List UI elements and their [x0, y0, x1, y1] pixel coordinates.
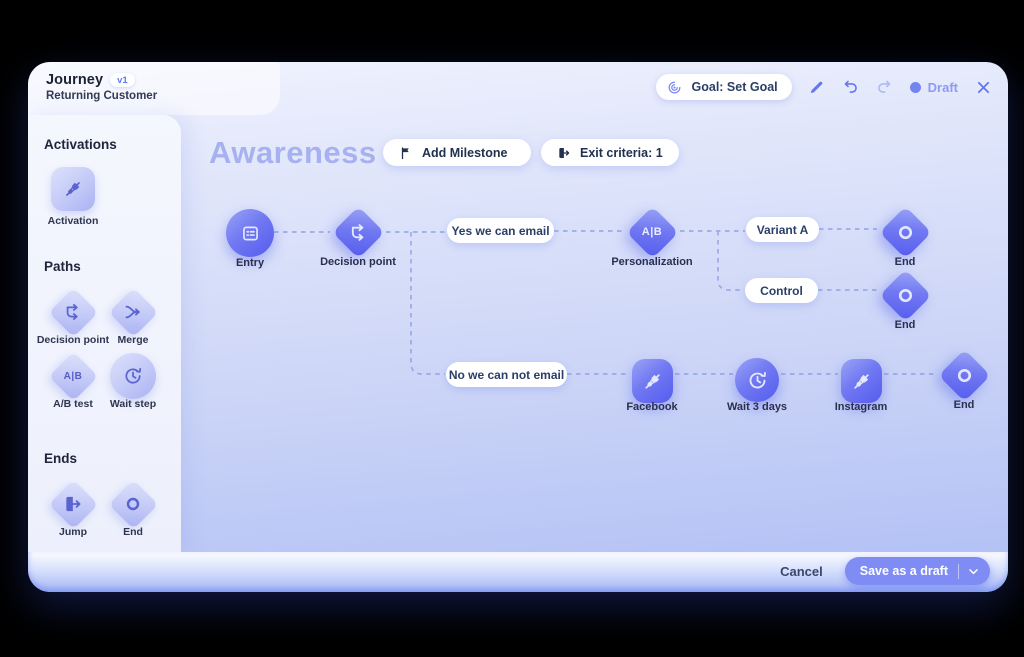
- flow-node-wait[interactable]: Wait 3 days: [712, 358, 802, 413]
- flag-icon: [399, 146, 413, 160]
- exit-criteria-button[interactable]: Exit criteria: 1: [541, 139, 679, 166]
- branch-label-no[interactable]: No we can not email: [446, 362, 567, 387]
- version-badge: v1: [110, 73, 135, 87]
- journey-builder-window: Journey v1 Returning Customer Goal: Set …: [28, 62, 1008, 592]
- flow-node-end-control[interactable]: End: [860, 267, 950, 331]
- form-icon: [226, 209, 274, 257]
- palette-item-jump[interactable]: Jump: [36, 478, 110, 538]
- door-arrow-icon: [557, 146, 571, 160]
- clock-icon: [735, 358, 779, 402]
- cancel-button[interactable]: Cancel: [780, 563, 823, 579]
- palette-item-decision-point[interactable]: Decision point: [36, 286, 110, 346]
- flow-node-personalization[interactable]: A|B Personalization: [607, 204, 697, 268]
- branch-label-control[interactable]: Control: [745, 278, 818, 303]
- flow-node-entry[interactable]: Entry: [205, 209, 295, 269]
- palette-item-ab-test[interactable]: A|B A/B test: [36, 350, 110, 410]
- button-divider: [958, 563, 959, 579]
- chevron-down-icon[interactable]: [967, 565, 980, 578]
- footer-bar: Cancel Save as a draft: [28, 552, 1008, 592]
- section-activations: Activations: [44, 137, 117, 152]
- status-label: Draft: [927, 79, 958, 95]
- section-ends: Ends: [44, 451, 78, 466]
- flow-node-facebook[interactable]: Facebook: [607, 359, 697, 413]
- palette-item-wait-step[interactable]: Wait step: [96, 353, 170, 410]
- flow-node-end-final[interactable]: End: [919, 347, 1008, 411]
- plug-icon: [840, 359, 882, 403]
- status-dot-icon: [909, 81, 921, 93]
- plug-icon: [631, 359, 673, 403]
- header-highlight: [28, 62, 280, 115]
- status-badge: Draft: [909, 79, 958, 95]
- journey-header: Journey v1 Returning Customer: [46, 72, 157, 102]
- flow-canvas: Awareness Add Milestone Exit criteria: 1…: [28, 62, 1008, 592]
- ring-icon: [877, 267, 933, 323]
- flow-node-end-variant[interactable]: End: [860, 204, 950, 268]
- ring-icon: [936, 347, 992, 403]
- app-title: Journey: [46, 72, 104, 88]
- palette-item-activation[interactable]: Activation: [36, 167, 110, 227]
- goal-button[interactable]: Goal: Set Goal: [655, 74, 792, 100]
- add-milestone-button[interactable]: Add Milestone: [383, 139, 531, 166]
- journey-name: Returning Customer: [46, 90, 158, 102]
- stage-title: Awareness: [209, 135, 377, 170]
- section-paths: Paths: [44, 259, 81, 274]
- ab-letters: A|B: [63, 370, 83, 382]
- ab-letters: A|B: [641, 226, 663, 238]
- branch-arrows-icon: [330, 204, 386, 260]
- palette-item-end[interactable]: End: [96, 478, 170, 538]
- clock-icon: [110, 353, 156, 399]
- save-as-draft-button[interactable]: Save as a draft: [844, 557, 990, 585]
- header-actions: Goal: Set Goal Draft: [655, 74, 992, 100]
- plug-icon: [51, 167, 95, 211]
- flow-node-instagram[interactable]: Instagram: [816, 359, 906, 413]
- palette-item-merge[interactable]: Merge: [96, 286, 170, 346]
- branch-label-variant-a[interactable]: Variant A: [746, 217, 819, 242]
- branch-label-yes[interactable]: Yes we can email: [447, 218, 554, 243]
- flow-node-decision-point[interactable]: Decision point: [313, 204, 403, 268]
- goal-label: Goal: Set Goal: [691, 80, 778, 94]
- node-palette-sidebar: Activations Activation Paths Decision po…: [28, 115, 181, 552]
- ring-icon: [877, 204, 933, 260]
